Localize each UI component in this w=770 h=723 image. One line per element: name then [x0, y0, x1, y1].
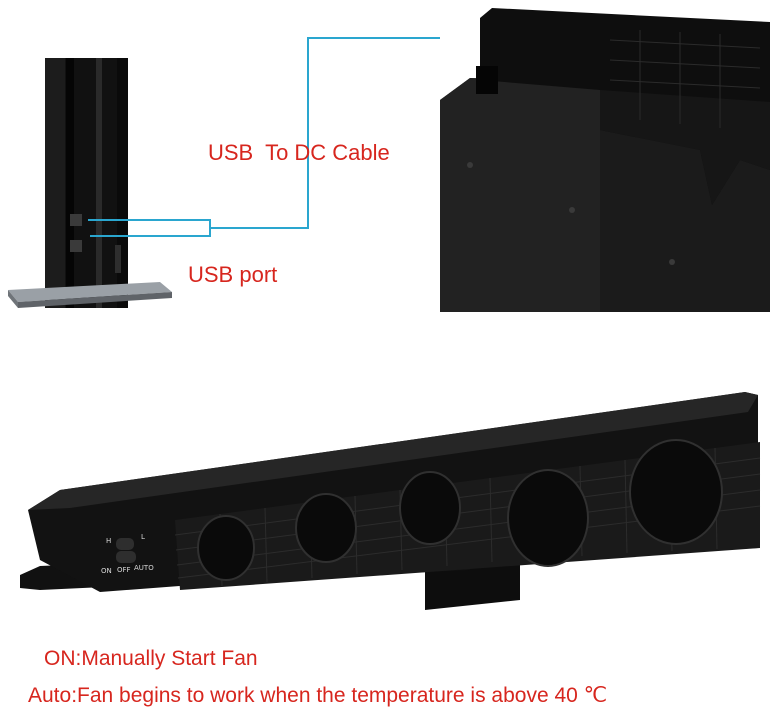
switch-label-on: ON — [101, 567, 112, 575]
fan-1 — [197, 515, 255, 581]
fan-2 — [295, 493, 357, 563]
speed-switch — [116, 538, 134, 550]
fan-5 — [629, 439, 723, 545]
console-stand — [8, 282, 172, 308]
caption-on: ON:Manually Start Fan — [44, 647, 258, 670]
cable-label: USB To DC Cable — [208, 140, 390, 165]
closeup-photo — [440, 0, 770, 312]
fan-unit-photo — [20, 392, 761, 610]
console-tower — [45, 58, 128, 308]
fan-3 — [399, 471, 461, 545]
caption-auto: Auto:Fan begins to work when the tempera… — [28, 684, 608, 707]
switch-label-auto: AUTO — [134, 564, 154, 572]
fan-4 — [507, 469, 589, 567]
switch-label-off: OFF — [117, 566, 131, 574]
mode-switch — [116, 551, 136, 563]
switch-label-h: H — [106, 537, 112, 545]
switch-label-l: L — [141, 533, 145, 541]
cable-leader-lines — [88, 37, 468, 237]
usb-port-label: USB port — [188, 262, 278, 287]
